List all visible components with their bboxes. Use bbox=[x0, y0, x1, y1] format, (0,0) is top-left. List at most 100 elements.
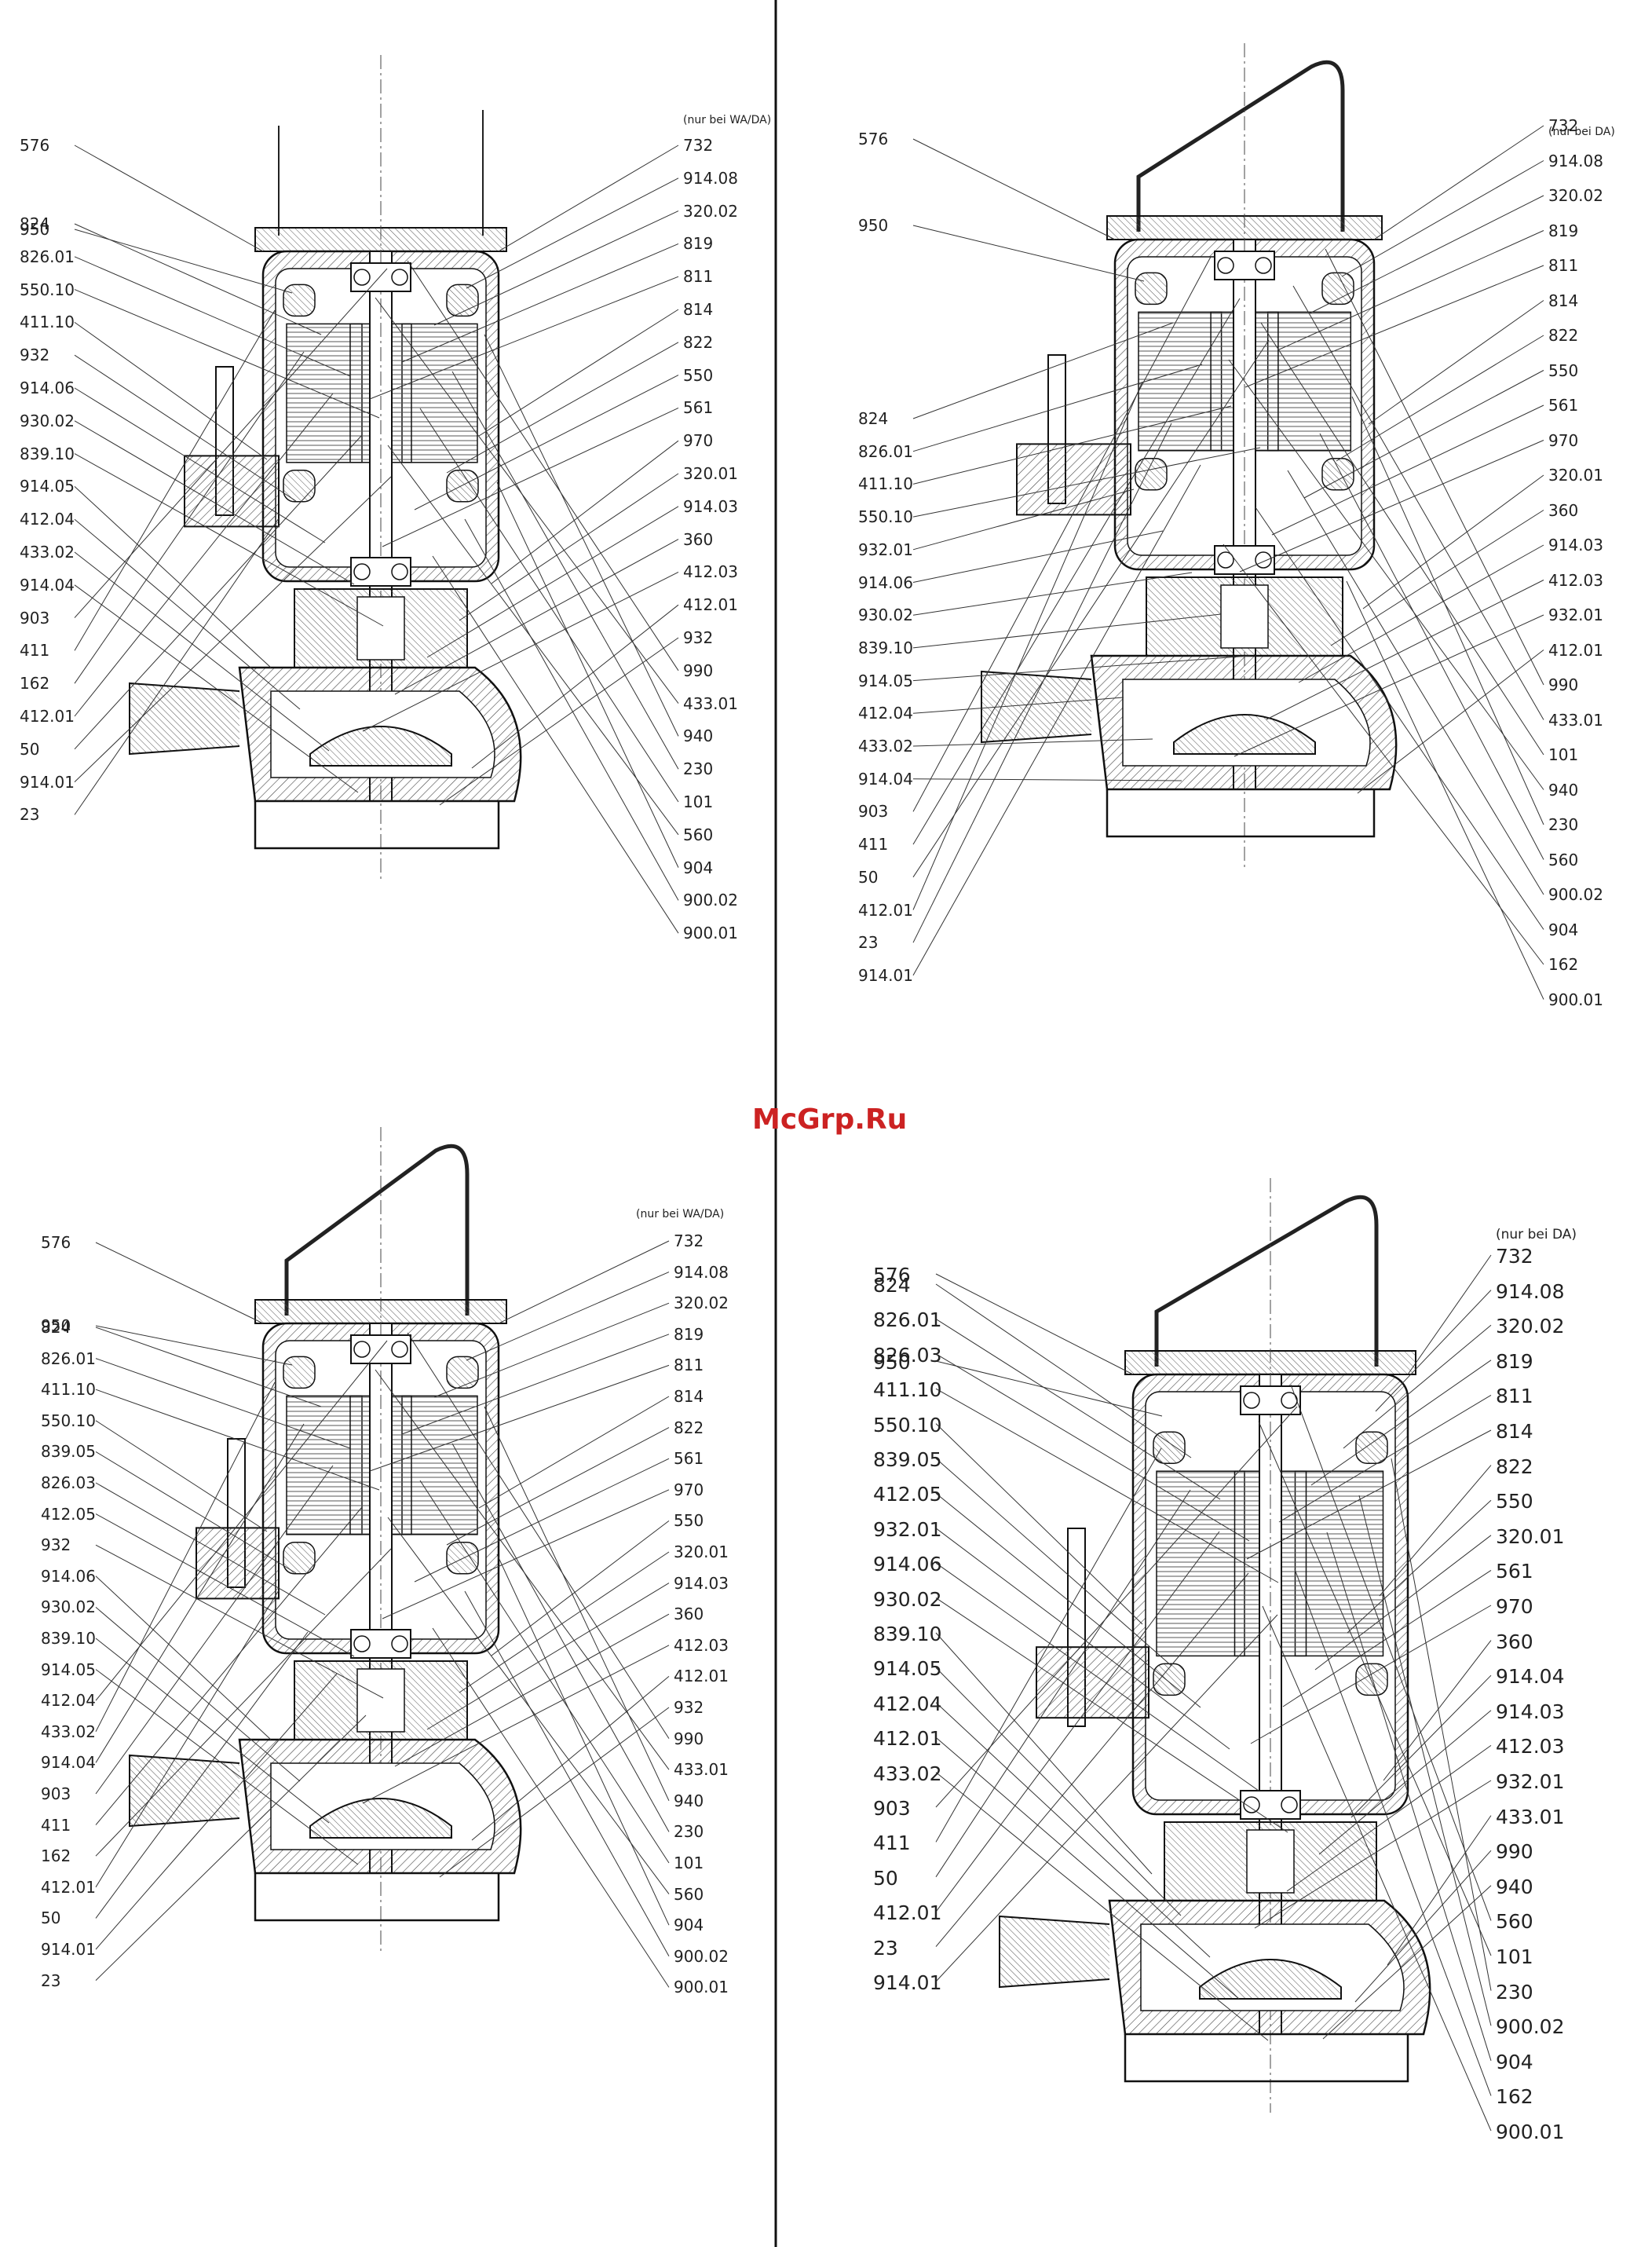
leader-line bbox=[471, 1676, 670, 1841]
part-label-left: 433.02 bbox=[873, 1762, 942, 1785]
part-label-left: 914.05 bbox=[41, 1660, 96, 1679]
leader-line bbox=[912, 447, 1261, 518]
part-label-right: 900.02 bbox=[683, 891, 738, 910]
part-label-left: 950 bbox=[858, 216, 889, 235]
part-label-left: 550.10 bbox=[41, 1411, 96, 1430]
leader-line bbox=[74, 354, 297, 502]
leader-line bbox=[466, 1272, 670, 1361]
leader-line bbox=[1325, 248, 1544, 686]
leader-line bbox=[1343, 1324, 1492, 1449]
leader-line bbox=[419, 1480, 670, 1864]
leader-line bbox=[1309, 195, 1544, 314]
leader-line bbox=[1271, 404, 1544, 536]
leader-line bbox=[433, 1302, 670, 1398]
leader-line bbox=[1244, 265, 1544, 388]
leader-line bbox=[1310, 1360, 1492, 1486]
part-label-right: 914.08 bbox=[1548, 151, 1603, 170]
part-label-right: 412.03 bbox=[674, 1635, 729, 1655]
leader-line bbox=[935, 1447, 1162, 1843]
part-label-right: 412.01 bbox=[683, 595, 738, 615]
part-label-right: 822 bbox=[1548, 326, 1579, 345]
part-label-left: 550.10 bbox=[858, 507, 913, 527]
part-label-right: 230 bbox=[1496, 1980, 1533, 2004]
part-label-left: 914.04 bbox=[41, 1753, 96, 1773]
part-label-left: 50 bbox=[41, 1908, 61, 1928]
part-label-left: 23 bbox=[20, 805, 40, 825]
leader-line bbox=[394, 539, 679, 695]
leader-line bbox=[1277, 230, 1544, 351]
leader-line bbox=[466, 177, 679, 289]
leader-line bbox=[414, 1458, 670, 1583]
leader-line bbox=[935, 1489, 1191, 1878]
leader-line bbox=[935, 1531, 1220, 1912]
stator bbox=[1138, 311, 1223, 452]
bearing bbox=[1240, 1385, 1301, 1415]
leader-line bbox=[935, 1273, 1134, 1375]
base-stand bbox=[254, 1873, 500, 1922]
part-label-right: 561 bbox=[683, 398, 714, 418]
part-label-right: 320.02 bbox=[1548, 186, 1603, 205]
part-label-right: 940 bbox=[1548, 780, 1579, 800]
part-label-right: 360 bbox=[1496, 1630, 1533, 1653]
part-label-left: 550.10 bbox=[873, 1413, 942, 1436]
stator bbox=[1156, 1470, 1245, 1657]
leader-line bbox=[419, 408, 679, 803]
discharge-nozzle bbox=[129, 1754, 240, 1828]
part-label-left: 411 bbox=[41, 1815, 71, 1835]
part-label-left: 411.10 bbox=[20, 313, 75, 332]
part-label-left: 162 bbox=[20, 674, 50, 693]
leader-line bbox=[912, 697, 1124, 714]
leader-line bbox=[74, 256, 351, 377]
leader-line bbox=[95, 1382, 276, 1733]
leader-line bbox=[74, 434, 363, 750]
part-label-left: 914.06 bbox=[873, 1553, 942, 1576]
part-label-right: 811 bbox=[1548, 256, 1579, 275]
leader-line bbox=[1286, 1744, 1492, 1892]
part-label-right: 561 bbox=[674, 1449, 704, 1469]
part-label-right: 433.01 bbox=[674, 1760, 729, 1780]
leader-line bbox=[439, 637, 679, 806]
discharge-nozzle bbox=[999, 1915, 1110, 1989]
stator bbox=[286, 323, 363, 463]
handle bbox=[1136, 60, 1345, 232]
leader-line bbox=[484, 1406, 670, 1802]
part-label-right: 412.03 bbox=[1496, 1735, 1565, 1758]
part-label-left: 903 bbox=[858, 802, 889, 822]
part-label-right: 814 bbox=[683, 300, 714, 319]
part-label-right: 940 bbox=[1496, 1875, 1533, 1898]
part-label-left: 411 bbox=[20, 641, 50, 661]
part-label-right: 560 bbox=[1496, 1910, 1533, 1934]
part-label-right: 550 bbox=[683, 365, 714, 385]
stator bbox=[286, 1395, 363, 1535]
pump-section-bottom-right bbox=[935, 1178, 1492, 2132]
leader-line bbox=[1294, 1568, 1492, 2096]
part-label-right: 900.02 bbox=[674, 1946, 729, 1966]
leader-line bbox=[95, 1638, 330, 1824]
leader-line bbox=[912, 138, 1116, 240]
handle bbox=[1154, 1195, 1379, 1367]
part-label-right: 360 bbox=[683, 529, 714, 549]
part-label-right: 360 bbox=[1548, 500, 1579, 520]
leader-line bbox=[498, 145, 679, 252]
leader-line bbox=[401, 1334, 670, 1435]
part-label-left: 914.06 bbox=[20, 379, 75, 397]
leader-line bbox=[1336, 335, 1544, 462]
part-label-right: 811 bbox=[1496, 1385, 1533, 1408]
leader-line bbox=[451, 1443, 670, 1832]
leader-line bbox=[1326, 1532, 1492, 2061]
leader-line bbox=[74, 476, 392, 782]
part-label-left: 412.01 bbox=[873, 1901, 942, 1925]
leader-line bbox=[1391, 1458, 1492, 1991]
stator bbox=[401, 1395, 478, 1535]
part-label-right: 811 bbox=[674, 1356, 704, 1375]
part-label-right: 914.08 bbox=[683, 168, 738, 188]
part-label-right: 320.01 bbox=[674, 1543, 729, 1561]
leader-line bbox=[446, 342, 679, 474]
leader-line bbox=[912, 530, 1164, 583]
leader-line bbox=[912, 225, 1145, 282]
part-label-left: 930.02 bbox=[873, 1587, 942, 1611]
leader-line bbox=[912, 405, 1232, 485]
part-label-right: 412.03 bbox=[1548, 570, 1603, 590]
leader-line bbox=[95, 1513, 355, 1657]
leader-line bbox=[375, 297, 679, 704]
